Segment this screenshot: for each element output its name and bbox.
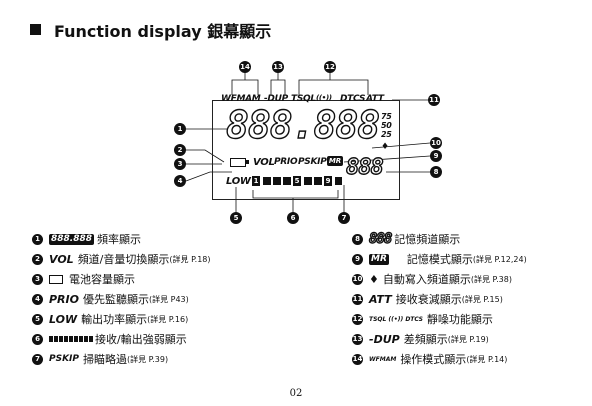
diamond-icon: ♦ — [369, 272, 379, 286]
signal-meter: 1 5 9 — [252, 176, 342, 186]
battery-tip-icon — [246, 160, 249, 164]
legend-item-12: 12 TSQL ((•)) DTCS 靜噪功能顯示 — [352, 313, 493, 326]
lcd-tone-label: ((•)) — [316, 94, 332, 102]
lcd-memory-digits: 888 — [345, 155, 384, 180]
meter-segment — [314, 177, 322, 185]
legend-item-3: 3 電池容量顯示 — [32, 272, 211, 286]
lcd-wfmam-label: WFMAM — [221, 94, 261, 104]
lcd-prio-label: PRIO — [274, 157, 298, 167]
meter-segment — [283, 177, 291, 185]
lcd-low-label: LOW — [226, 176, 251, 187]
lcd-display — [212, 100, 400, 200]
callout-5: 5 — [230, 212, 242, 224]
callout-8: 8 — [430, 166, 442, 178]
lcd-pskip-label: PSKIP — [298, 157, 327, 167]
callout-13: 13 — [272, 61, 284, 73]
meter-digit-1: 1 — [252, 176, 260, 186]
mr-symbol: MR — [369, 253, 389, 265]
meter-digit-5: 5 — [293, 176, 301, 186]
frequency-symbol: 888.888 — [49, 233, 94, 245]
lcd-mr-icon: MR — [327, 156, 343, 166]
header-bullet — [30, 24, 41, 35]
signal-meter-icon — [49, 336, 93, 342]
lcd-side-75: 75 — [381, 112, 392, 121]
callout-6: 6 — [287, 212, 299, 224]
callout-4: 4 — [174, 175, 186, 187]
legend-item-8: 8 888 記憶頻道顯示 — [352, 230, 527, 248]
lcd-diamond-icon: ♦ — [381, 142, 390, 152]
lcd-tsql-label: TSQL — [291, 94, 316, 104]
legend-item-7: 7 PSKIP 掃瞄略過 (詳見 P.39) — [32, 352, 211, 366]
battery-icon — [49, 274, 63, 284]
legend-item-14: 14 WFMAM 操作模式顯示 (詳見 P.14) — [352, 353, 508, 366]
lcd-dtcs-label: DTCS — [340, 94, 366, 104]
lcd-frequency-digits: 888.888 — [225, 103, 381, 147]
callout-1: 1 — [174, 123, 186, 135]
lcd-vol-label: VOL — [253, 157, 275, 168]
lcd-side-25: 25 — [381, 130, 392, 139]
page-number: 02 — [289, 388, 303, 399]
meter-digit-9: 9 — [324, 176, 332, 186]
lcd-dup-label: -DUP — [264, 94, 288, 104]
legend-item-6: 6 接收/輸出強弱顯示 — [32, 332, 211, 346]
legend-item-5: 5 LOW 輸出功率顯示 (詳見 P.16) — [32, 312, 211, 326]
lcd-att-label: ATT — [366, 94, 384, 104]
callout-12: 12 — [324, 61, 336, 73]
memory-symbol: 888 — [368, 230, 393, 247]
page-title: Function display 銀幕顯示 — [54, 22, 272, 41]
legend-item-2: 2 VOL 頻道/音量切換顯示 (詳見 P.18) — [32, 252, 211, 266]
callout-14: 14 — [239, 61, 251, 73]
meter-segment — [263, 177, 271, 185]
callout-3: 3 — [174, 158, 186, 170]
legend-item-11: 11 ATT 接收衰減顯示 (詳見 P.15) — [352, 292, 503, 306]
legend-right: 8 888 記憶頻道顯示 9 MR 記憶模式顯示 (詳見 P.12,24) 10… — [352, 230, 527, 366]
meter-segment — [273, 177, 281, 185]
legend-item-4: 4 PRIO 優先監聽顯示 (詳見 P43) — [32, 292, 211, 306]
battery-icon — [230, 158, 246, 167]
lcd-side-50: 50 — [381, 121, 392, 130]
legend-item-13: 13 -DUP 差頻顯示 (詳見 P.19) — [352, 332, 489, 346]
legend-item-9: 9 MR 記憶模式顯示 (詳見 P.12,24) — [352, 252, 527, 266]
callout-10: 10 — [430, 137, 442, 149]
legend-left: 1 888.888 頻率顯示 2 VOL 頻道/音量切換顯示 (詳見 P.18)… — [32, 232, 211, 366]
callout-2: 2 — [174, 144, 186, 156]
callout-7: 7 — [338, 212, 350, 224]
legend-item-10: 10 ♦ 自動寫入頻道顯示 (詳見 P.38) — [352, 272, 512, 286]
callout-9: 9 — [430, 150, 442, 162]
meter-segment — [304, 177, 312, 185]
callout-11: 11 — [428, 94, 440, 106]
legend-item-1: 1 888.888 頻率顯示 — [32, 232, 211, 246]
meter-segment — [335, 177, 342, 185]
